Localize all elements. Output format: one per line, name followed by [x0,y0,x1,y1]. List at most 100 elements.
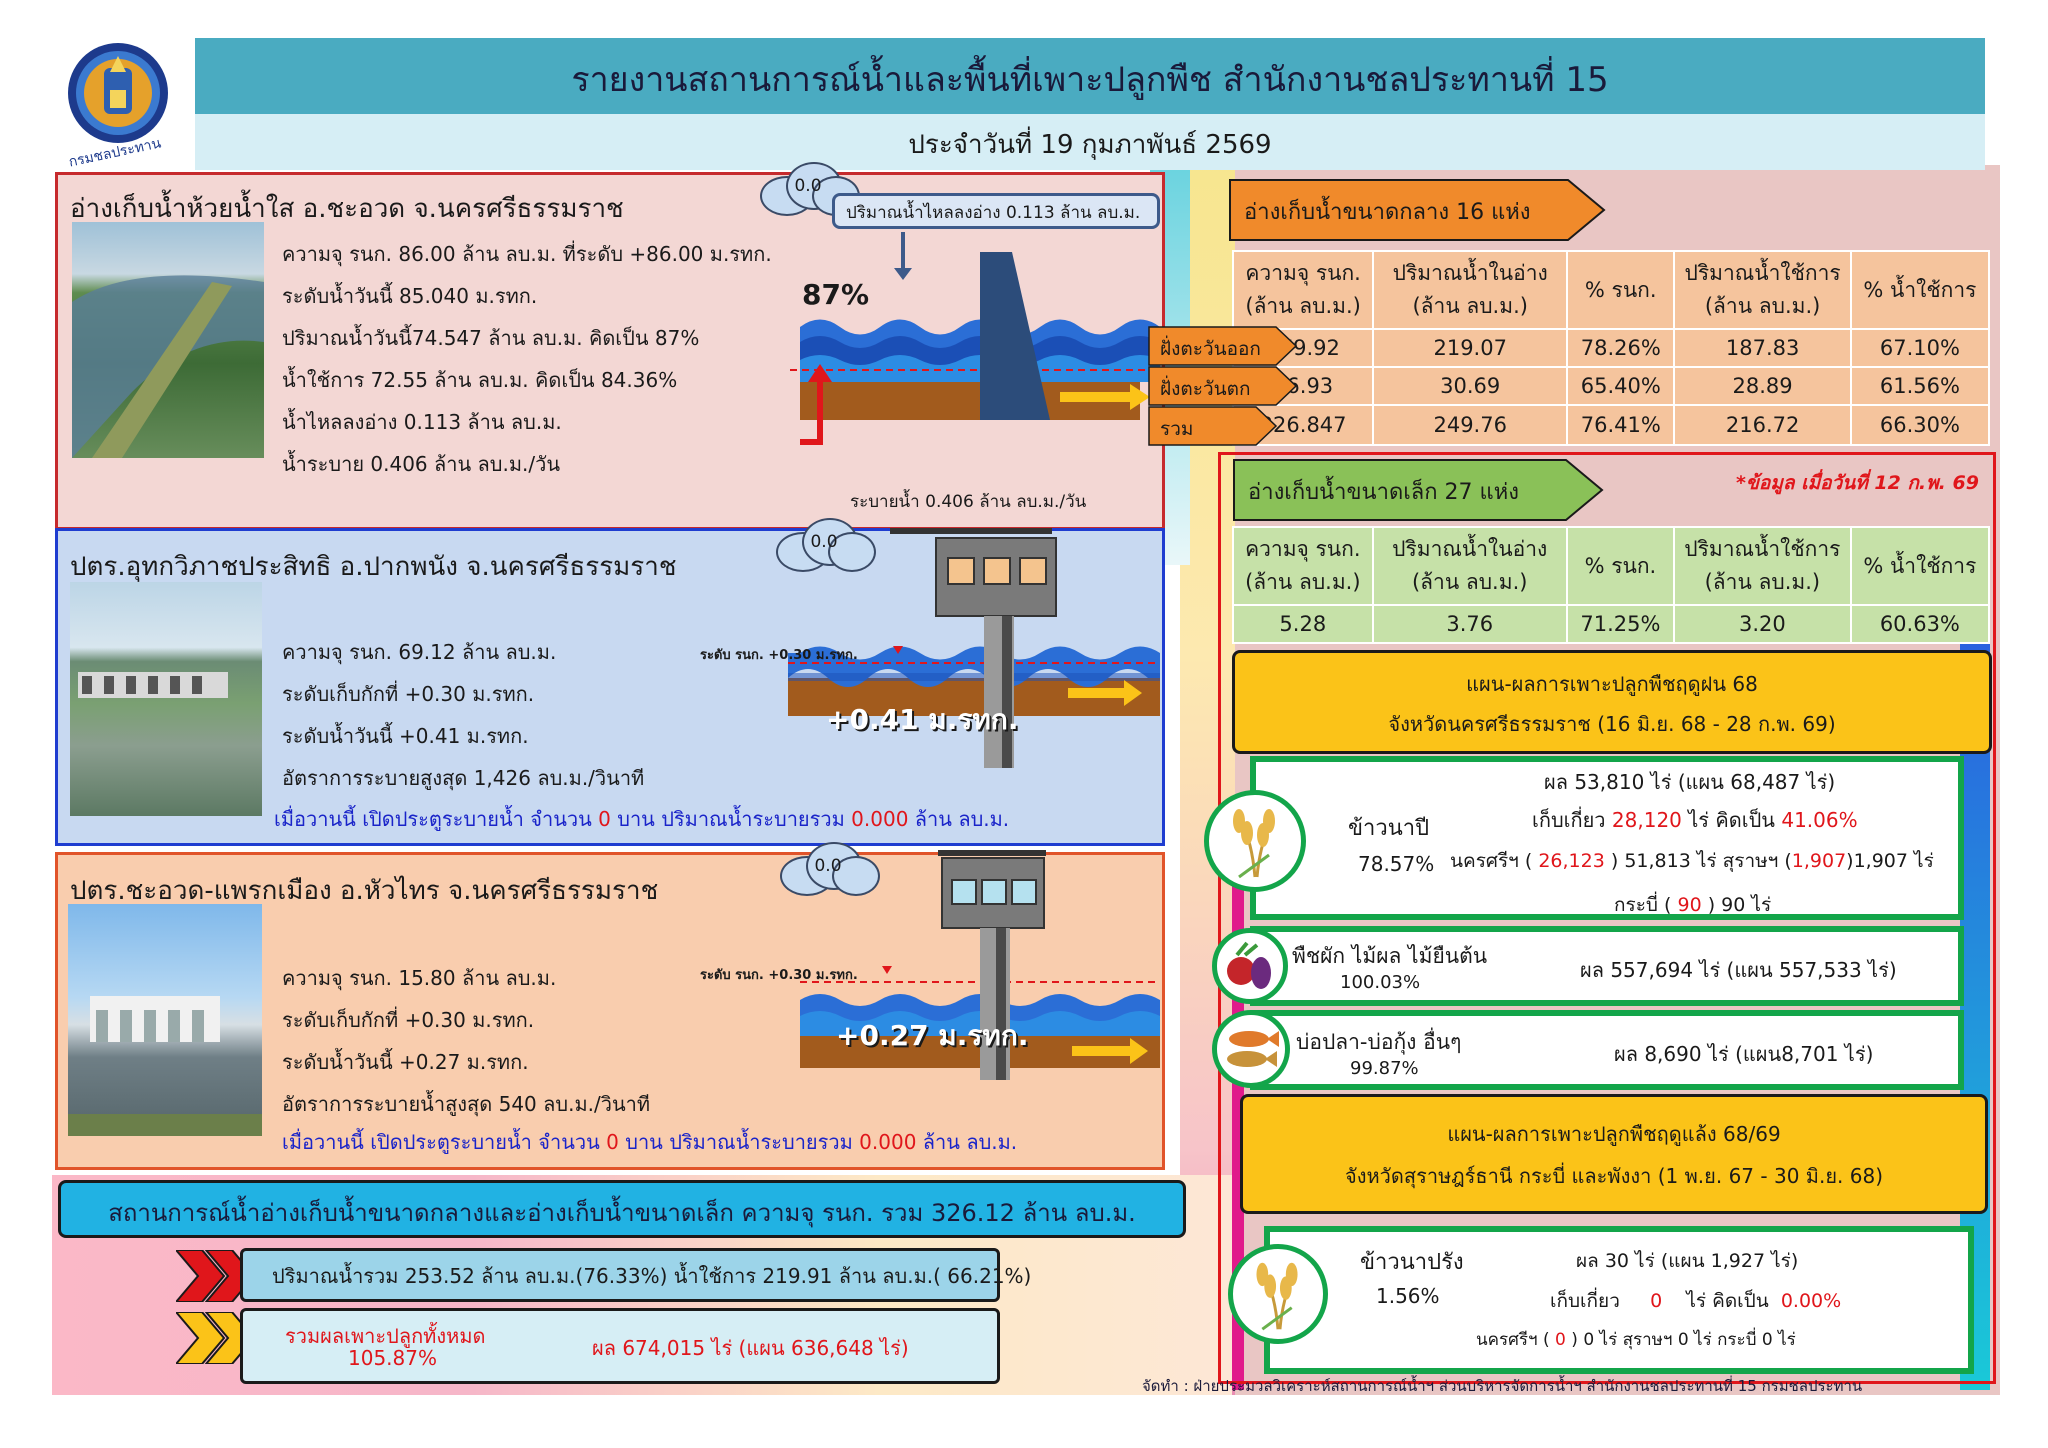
medium-header-cell: % น้ำใช้การ [1849,250,1991,330]
table-row: 5.28 3.76 71.25% 3.20 60.63% [1232,604,1991,644]
medium-title: อ่างเก็บน้ำขนาดกลาง 16 แห่ง [1244,200,1531,225]
fish-box [1250,1010,1964,1090]
rain-cloud-icon: 0.0 [780,842,880,896]
small-section-frame [1218,452,1996,1384]
small-title: อ่างเก็บน้ำขนาดเล็ก 27 แห่ง [1248,480,1519,505]
summary-crop-label: รวมผลเพาะปลูกทั้งหมด [285,1324,486,1348]
rice-dry-harvest: เก็บเกี่ยว 0 ไร่ คิดเป็น 0.00% [1550,1290,1842,1312]
gate2-level-label: ระดับ รนก. +0.30 ม.รทก. [700,968,858,983]
reservoir-info-line: น้ำใช้การ 72.55 ล้าน ลบ.ม. คิดเป็น 84.36… [282,368,678,392]
header-date: ประจำวันที่ 19 กุมภาพันธ์ 2569 [908,130,1272,160]
gate1-info-line: ระดับน้ำวันนี้ +0.41 ม.รทก. [282,724,529,748]
reservoir-percent: 87% [802,278,870,311]
fish-icon [1212,1010,1290,1088]
reservoir-title: อ่างเก็บน้ำห้วยน้ำใส อ.ชะอวด จ.นครศรีธรร… [70,194,624,224]
small-header-cell: ความจุ รนก.(ล้าน ลบ.ม.) [1232,526,1374,606]
row-label-arrow [1148,406,1278,446]
summary-crop-box [240,1308,1000,1384]
rainy-season-banner [1232,650,1992,754]
row-label-arrow [1148,326,1298,366]
vegetable-pct: 100.03% [1340,972,1421,993]
reservoir-info-line: น้ำระบาย 0.406 ล้าน ลบ.ม./วัน [282,452,561,476]
logo: กรมชลประทาน [60,38,190,171]
table-cell: 76.41% [1566,404,1676,446]
small-title-arrow [1233,459,1604,521]
summary-banner [58,1180,1186,1238]
rice-rainy-pct: 78.57% [1358,852,1435,876]
small-header-cell: ปริมาณน้ำใช้การ(ล้าน ลบ.ม.) [1673,526,1852,606]
rice-rainy-provinces: นครศรีฯ ( 26,123 ) 51,813 ไร่ สุราษฯ (1,… [1450,850,1934,872]
medium-header-cell: % รนก. [1566,250,1676,330]
gate2-info-line: ความจุ รนก. 15.80 ล้าน ลบ.ม. [282,966,557,990]
row-label: ฝั่งตะวันตก [1160,378,1251,400]
gate2-info-line: ระดับน้ำวันนี้ +0.27 ม.รทก. [282,1050,529,1074]
table-cell: 71.25% [1565,604,1676,644]
fish-result: ผล 8,690 ไร่ (แผน8,701 ไร่) [1614,1042,1874,1066]
gate2-diagram [800,850,1160,1080]
medium-header-cell: ปริมาณน้ำใช้การ(ล้าน ลบ.ม.) [1673,250,1852,330]
table-cell: 78.26% [1566,328,1676,368]
medium-title-arrow [1229,179,1606,241]
reservoir-info-line: ปริมาณน้ำวันนี้74.547 ล้าน ลบ.ม. คิดเป็น… [282,326,700,350]
dry-title: แผน-ผลการเพาะปลูกพืชฤดูแล้ง 68/69 [1447,1122,1781,1146]
row-label: รวม [1160,418,1194,440]
inflow-label: ปริมาณน้ำไหลลงอ่าง 0.113 ล้าน ลบ.ม. [846,203,1141,223]
gate2-info-line: ระดับเก็บกักที่ +0.30 ม.รทก. [282,1008,535,1032]
reservoir-info-line: ความจุ รนก. 86.00 ล้าน ลบ.ม. ที่ระดับ +8… [282,242,772,266]
rice-dry-provinces: นครศรีฯ ( 0 ) 0 ไร่ สุราษฯ 0 ไร่ กระบี่ … [1476,1330,1796,1350]
row-label-arrow [1148,366,1298,406]
rain-cloud-icon: 0.0 [760,162,860,216]
header-subbar [195,114,1985,170]
gate1-title: ปตร.อุทกวิภาชประสิทธิ อ.ปากพนัง จ.นครศรี… [70,552,677,582]
rice-dry-box [1264,1226,1974,1374]
medium-table: ความจุ รนก.(ล้าน ลบ.ม.) ปริมาณน้ำในอ่าง(… [1231,250,1991,446]
small-header-cell: % รนก. [1565,526,1676,606]
table-cell: 249.76 [1372,404,1569,446]
header-bar [195,38,1985,114]
medium-firstcol-overlay [1296,330,1370,448]
summary-banner-text: สถานการณ์น้ำอ่างเก็บน้ำขนาดกลางและอ่างเก… [108,1199,1136,1227]
dam-diagram [790,232,1160,445]
gate1-info-line: อัตราการระบายสูงสุด 1,426 ลบ.ม./วินาที [282,766,645,790]
fish-label: บ่อปลา-บ่อกุ้ง อื่นๆ [1296,1030,1462,1054]
reservoir-info-line: น้ำไหลลงอ่าง 0.113 ล้าน ลบ.ม. [282,410,562,434]
gate1-info-line: ความจุ รนก. 69.12 ล้าน ลบ.ม. [282,640,557,664]
rice-rainy-label: ข้าวนาปี [1348,816,1430,841]
rainfall-value: 0.0 [810,532,838,552]
rain-cloud-icon: 0.0 [776,518,876,572]
medium-table-header-row: ความจุ รนก.(ล้าน ลบ.ม.) ปริมาณน้ำในอ่าง(… [1231,250,1991,330]
gate1-diagram [788,528,1160,768]
rainfall-value: 0.0 [814,856,842,876]
vegetable-box [1250,926,1964,1006]
table-cell: 219.07 [1372,328,1569,368]
table-cell: 3.20 [1673,604,1852,644]
gate2-title: ปตร.ชะอวด-แพรกเมือง อ.หัวไทร จ.นครศรีธรร… [70,876,659,906]
table-cell: 28.89 [1673,366,1852,406]
table-cell: 216.72 [1673,404,1852,446]
small-table-header-row: ความจุ รนก.(ล้าน ลบ.ม.) ปริมาณน้ำในอ่าง(… [1232,526,1991,606]
medium-header-cell: ปริมาณน้ำในอ่าง(ล้าน ลบ.ม.) [1372,250,1569,330]
table-cell: 65.40% [1566,366,1676,406]
fish-pct: 99.87% [1350,1058,1419,1079]
small-table: ความจุ รนก.(ล้าน ลบ.ม.) ปริมาณน้ำในอ่าง(… [1232,526,1991,644]
reservoir-info-line: ระดับน้ำวันนี้ 85.040 ม.รทก. [282,284,538,308]
gate1-level: +0.41 ม.รทก. [826,703,1019,736]
gate1-level-label: ระดับ รนก. +0.30 ม.รทก. [700,648,858,663]
rainfall-value: 0.0 [794,176,822,196]
dry-season-banner [1240,1094,1988,1214]
rice-dry-result: ผล 30 ไร่ (แผน 1,927 ไร่) [1576,1250,1799,1272]
summary-crop-value: ผล 674,015 ไร่ (แผน 636,648 ไร่) [592,1336,909,1360]
dry-subtitle: จังหวัดสุราษฎร์ธานี กระบี่ และพังงา (1 พ… [1345,1164,1883,1188]
reservoir-release: ระบายน้ำ 0.406 ล้าน ลบ.ม./วัน [850,492,1087,512]
table-cell: 61.56% [1849,366,1991,406]
table-cell: 30.69 [1372,366,1569,406]
header-title: รายงานสถานการณ์น้ำและพื้นที่เพาะปลูกพืช … [571,60,1609,100]
table-cell: 187.83 [1673,328,1852,368]
rice-icon [1204,790,1306,892]
table-row: 46.93 30.69 65.40% 28.89 61.56% [1231,366,1991,406]
rice-rainy-harvest: เก็บเกี่ยว 28,120 ไร่ คิดเป็น 41.06% [1532,808,1858,832]
rice-rainy-box [1250,756,1964,920]
table-cell: 67.10% [1849,328,1991,368]
table-cell: 5.28 [1232,604,1374,644]
summary-crop-pct: 105.87% [348,1346,437,1370]
